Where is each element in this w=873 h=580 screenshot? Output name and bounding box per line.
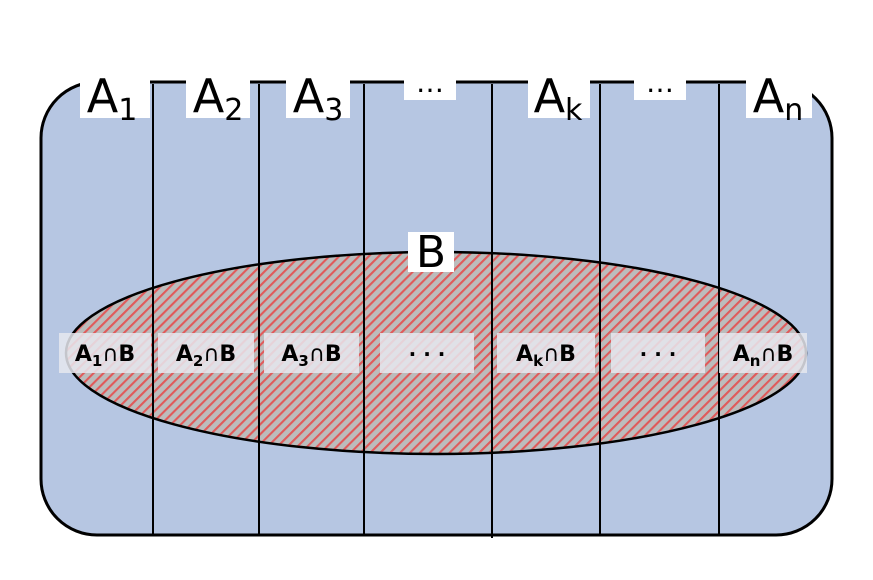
ellipsis-label: …: [646, 66, 674, 99]
intersection-label: A1∩B: [75, 342, 135, 370]
partition-labels: A1 A2 A3 … Ak … An: [87, 66, 804, 128]
partition-label: A2: [193, 69, 244, 128]
partition-label: A1: [87, 69, 138, 128]
intersection-label: A3∩B: [281, 342, 341, 370]
intersection-label: Ak∩B: [516, 342, 576, 370]
partition-label: Ak: [534, 69, 583, 128]
top-label-backgrounds: [80, 60, 812, 118]
intersection-label-bg: [380, 333, 474, 373]
intersection-label-bg: [611, 333, 705, 373]
intersection-label-bg: [497, 333, 595, 373]
partition-label: A3: [293, 69, 344, 128]
intersection-label-bg: [719, 333, 807, 373]
ellipsis-label: · · ·: [409, 342, 446, 366]
intersection-label: A2∩B: [176, 342, 236, 370]
intersection-label-bg: [59, 333, 151, 373]
intersection-labels: A1∩B A2∩B A3∩B · · · Ak∩B · · · An∩B: [59, 333, 807, 373]
set-b-label: B: [416, 227, 446, 278]
set-b-label-bg: [408, 232, 454, 272]
intersection-label-bg: [264, 333, 359, 373]
ellipsis-label: …: [416, 66, 444, 99]
partition-lines: [152, 84, 720, 538]
partition-label: An: [753, 69, 803, 128]
ellipsis-label: · · ·: [640, 342, 677, 366]
intersection-label: An∩B: [733, 342, 794, 370]
intersection-label-bg: [158, 333, 254, 373]
